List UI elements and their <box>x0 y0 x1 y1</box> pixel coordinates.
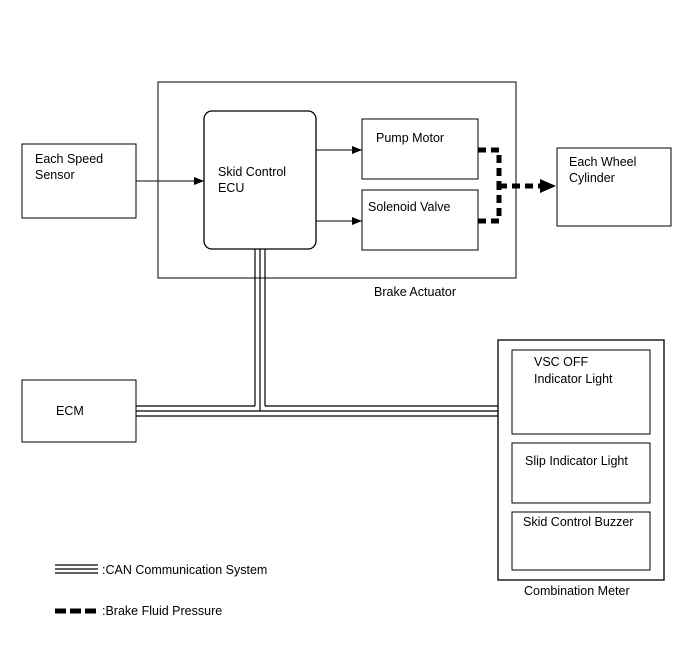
speed-sensor-label-line1: Each Speed <box>35 152 103 166</box>
skid-control-ecu-box <box>203 110 317 250</box>
wheel-cylinder-box <box>556 147 672 227</box>
vsc-off-indicator-box <box>511 349 651 435</box>
skid-control-ecu-label-line2: ECU <box>218 181 244 195</box>
legend-can-label: :CAN Communication System <box>102 563 267 577</box>
wheel-cylinder-label-line2: Cylinder <box>569 171 615 185</box>
pump-motor-box <box>361 118 479 180</box>
ecm-label: ECM <box>56 404 84 418</box>
legend-can-symbol <box>55 564 98 574</box>
solenoid-valve-label: Solenoid Valve <box>368 200 451 214</box>
brake-fluid-arrowhead <box>540 179 556 193</box>
vsc-off-indicator-label-line2: Indicator Light <box>534 372 613 386</box>
legend-fluid-label: :Brake Fluid Pressure <box>102 604 222 618</box>
combination-meter-box <box>497 339 665 581</box>
combination-meter-label: Combination Meter <box>524 584 630 598</box>
speed-sensor-label-line2: Sensor <box>35 168 75 182</box>
can-bus <box>136 249 498 417</box>
brake-fluid-lines <box>478 147 540 224</box>
wheel-cylinder-label-line1: Each Wheel <box>569 155 636 169</box>
brake-actuator-label: Brake Actuator <box>374 285 456 299</box>
vsc-off-indicator-label-line1: VSC OFF <box>534 355 589 369</box>
skid-control-ecu-label-line1: Skid Control <box>218 165 286 179</box>
skid-control-buzzer-label: Skid Control Buzzer <box>523 515 633 529</box>
brake-actuator-box <box>157 81 517 279</box>
solenoid-valve-box <box>361 189 479 251</box>
pump-motor-label: Pump Motor <box>376 131 444 145</box>
slip-indicator-box <box>511 442 651 504</box>
skid-control-buzzer-box <box>511 511 651 571</box>
slip-indicator-label: Slip Indicator Light <box>525 454 628 468</box>
